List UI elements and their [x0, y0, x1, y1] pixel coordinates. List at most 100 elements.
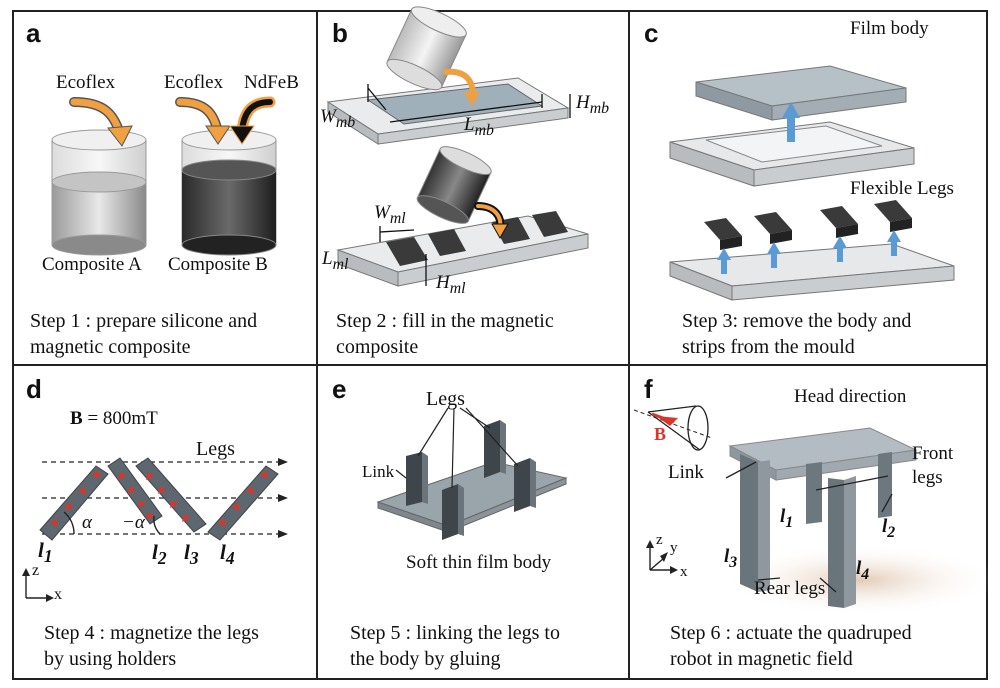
ecoflex-arrow [69, 97, 133, 147]
leg [406, 420, 536, 540]
field-b-label: B [654, 424, 667, 444]
caption: Step 1 : prepare silicone and magnetic c… [30, 308, 257, 360]
robot-leg [740, 452, 892, 608]
panel-a-illustration [51, 96, 277, 256]
leader-lines [395, 407, 519, 489]
l4-label: l4 [220, 540, 235, 569]
pour-arrow [443, 68, 480, 106]
panel-label: e [332, 374, 347, 404]
beaker-b [181, 129, 277, 256]
angle-arcs [63, 511, 161, 535]
caption-line: by using holders [44, 648, 177, 670]
blue-arrow [717, 230, 901, 274]
l2-label: l2 [882, 516, 896, 541]
panel-f: f Head direction [630, 366, 1000, 680]
body-mould [326, 77, 570, 145]
divider [12, 364, 988, 366]
axis-icon [649, 546, 672, 571]
l4-label: l4 [856, 558, 870, 583]
l3-label: l3 [724, 546, 738, 571]
head-direction-label: Head direction [794, 386, 907, 407]
panel-b: b [318, 6, 628, 364]
caption: Step 6 : actuate the quadruped robot in … [670, 620, 912, 672]
axis-arrowheads [646, 540, 678, 574]
legs-mould [336, 211, 589, 287]
caption: Step 3: remove the body and strips from … [682, 308, 911, 360]
axis-x-label: x [680, 564, 688, 580]
ecoflex-label: Ecoflex [56, 72, 116, 93]
composite-a-label: Composite A [42, 254, 142, 275]
ecoflex-arrow [175, 97, 231, 145]
panel-a: a Ecoflex Ecoflex NdFeB [12, 10, 316, 364]
w-mb-label: Wmb [320, 106, 356, 131]
caption-line: robot in magnetic field [670, 648, 853, 670]
l2-label: l2 [152, 540, 167, 569]
ndfeb-arrow [229, 96, 276, 145]
field-strength-label: B = 800mT [70, 408, 158, 429]
body-label: Soft thin film body [406, 552, 552, 573]
h-ml-label: Hml [436, 272, 466, 297]
panel-f-illustration [633, 405, 1000, 616]
link-label: Link [668, 462, 704, 483]
axis-arrowheads [22, 568, 54, 602]
blue-arrow [782, 102, 800, 142]
alpha-label: α [82, 512, 92, 533]
axis-y-label: y [670, 540, 678, 556]
panel-e-illustration [376, 407, 568, 540]
ecoflex-label: Ecoflex [164, 72, 224, 93]
ndfeb-label: NdFeB [244, 72, 299, 93]
h-mb-label: Hmb [576, 92, 610, 117]
rear-legs-label: Rear legs [754, 578, 826, 599]
l1-label: l1 [38, 538, 53, 567]
beaker-a [51, 129, 147, 256]
flexible-legs-label: Flexible Legs [850, 178, 954, 199]
caption: Step 2 : fill in the magnetic composite [336, 308, 554, 360]
magnetized-leg [39, 457, 279, 541]
panel-b-illustration [326, 6, 589, 287]
field-cone [633, 405, 713, 451]
axis-x-label: x [54, 586, 62, 603]
caption-line: Step 3: remove the body and [682, 310, 912, 332]
dimension-lines [367, 84, 571, 123]
floor-shadow [720, 544, 1000, 616]
axis-z-label: z [32, 562, 40, 579]
w-ml-label: Wml [374, 202, 406, 227]
caption: Step 4 : magnetize the legs by using hol… [44, 620, 259, 672]
caption-line: strips from the mould [682, 336, 855, 358]
caption-line: composite [336, 336, 419, 358]
divider [316, 10, 318, 680]
panel-label: d [26, 374, 42, 404]
panel-label: a [26, 18, 41, 48]
caption-line: Step 1 : prepare silicone and [30, 310, 258, 332]
dimension-lines [379, 226, 427, 286]
panel-label: f [644, 374, 653, 404]
composite-b-label: Composite B [168, 254, 268, 275]
panel-c-illustration [669, 65, 955, 301]
caption-line: Step 2 : fill in the magnetic [336, 310, 554, 332]
caption-line: Step 6 : actuate the quadruped [670, 622, 912, 644]
caption-line: magnetic composite [30, 336, 191, 358]
panel-e: e Legs Link Soft thin film body Step 5 [318, 366, 628, 680]
link-label: Link [362, 462, 395, 481]
caption-line: Step 4 : magnetize the legs [44, 622, 259, 644]
flexible-leg [704, 200, 912, 250]
l3-label: l3 [184, 540, 199, 569]
legs-label: Legs [196, 438, 235, 460]
panel-c: c Film body Flexible Legs [630, 10, 988, 364]
panel-label: c [644, 18, 659, 48]
legs-label: Legs [426, 388, 465, 410]
magnetization-arrows [50, 470, 268, 526]
caption-line: the body by gluing [350, 648, 501, 670]
neg-alpha-label: −α [122, 512, 145, 533]
body-mould [669, 121, 915, 187]
panel-d-illustration [22, 457, 288, 602]
panel-label: b [332, 18, 348, 48]
legs-mould [669, 243, 955, 301]
caption: Step 5 : linking the legs to the body by… [350, 620, 560, 672]
l1-label: l1 [780, 506, 794, 531]
pouring-cup [386, 6, 467, 91]
l-mb-label: Lmb [464, 114, 494, 139]
divider [628, 10, 630, 680]
leader-lines [725, 461, 893, 593]
